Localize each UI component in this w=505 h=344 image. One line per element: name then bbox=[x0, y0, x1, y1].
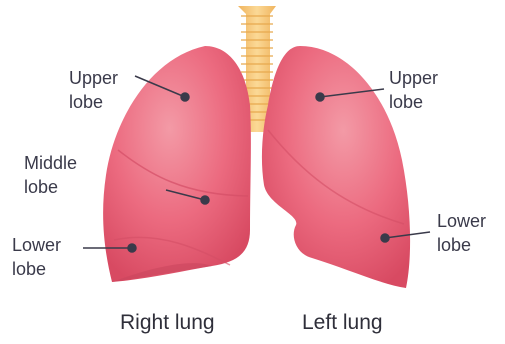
label-line: Middle bbox=[24, 151, 77, 175]
label-line: lobe bbox=[69, 90, 118, 114]
label-line: lobe bbox=[12, 257, 61, 281]
right-upper-lobe-label: Upper lobe bbox=[69, 66, 118, 114]
right-lower-lobe-label: Lower lobe bbox=[12, 233, 61, 281]
label-line: Upper bbox=[69, 66, 118, 90]
right-lung-shape bbox=[103, 46, 251, 282]
left-lung-shape bbox=[262, 46, 410, 288]
left-lower-lobe-label: Lower lobe bbox=[437, 209, 486, 257]
right-lung-caption: Right lung bbox=[120, 311, 215, 335]
left-upper-lobe-label: Upper lobe bbox=[389, 66, 438, 114]
label-line: lobe bbox=[437, 233, 486, 257]
label-line: Upper bbox=[389, 66, 438, 90]
left-lung-caption: Left lung bbox=[302, 311, 383, 335]
label-line: lobe bbox=[389, 90, 438, 114]
label-line: lobe bbox=[24, 175, 77, 199]
label-line: Lower bbox=[12, 233, 61, 257]
label-line: Lower bbox=[437, 209, 486, 233]
right-middle-lobe-label: Middle lobe bbox=[24, 151, 77, 199]
